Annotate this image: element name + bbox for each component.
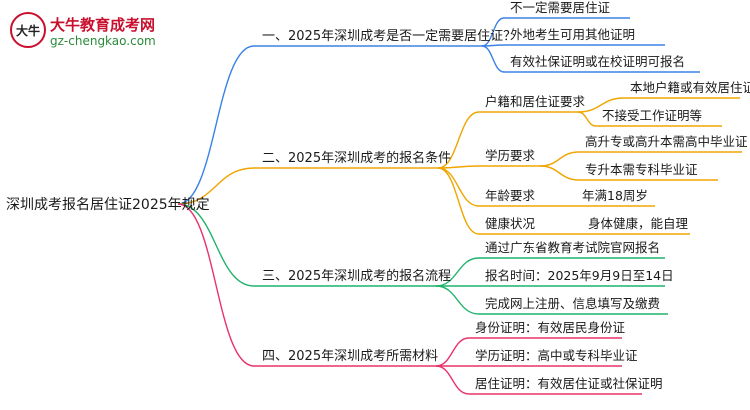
leaf-connector [435,337,470,367]
leaf-node: 不一定需要居住证 [510,0,611,15]
leaf-connector [577,97,625,113]
leaf-connector [435,285,480,315]
leaf-node: 专升本需专科毕业证 [585,162,698,177]
leaf-node: 居住证明：有效居住证或社保证明 [475,376,663,391]
sub-connector [437,167,480,235]
leaf-connector [435,365,470,395]
leaf-node: 不接受工作证明等 [602,108,702,123]
leaf-node: 高升专或高升本需高中毕业证 [585,134,748,149]
leaf-node: 年满18周岁 [582,188,648,203]
mindmap-nodes: 深圳成考报名居住证2025年规定 一、2025年深圳成考是否一定需要居住证？ 不一定… [6,0,750,391]
branch-node: 四、2025年深圳成考所需材料 [262,349,438,364]
leaf-connector [435,257,480,287]
leaf-node: 身体健康，能自理 [588,216,689,231]
branch-connector [177,45,255,205]
logo-url: gz-chengkao.com [50,34,156,48]
root-node: 深圳成考报名居住证2025年规定 [6,197,210,213]
sub-node: 学历要求 [485,148,536,163]
branch-connector [177,203,255,287]
leaf-node: 学历证明：高中或专科毕业证 [475,348,638,363]
leaf-node: 报名时间：2025年9月9日至14日 [485,268,674,283]
leaf-connector [481,17,505,47]
branch-node: 三、2025年深圳成考的报名流程 [262,268,451,284]
sub-node: 户籍和居住证要求 [485,94,586,109]
leaf-node: 有效社保证明或在校证明可报名 [510,54,685,69]
logo-mark-text: 大牛 [16,23,40,38]
sub-connector [437,111,480,169]
leaf-node: 通过广东省教育考试院官网报名 [485,240,660,255]
leaf-node: 本地户籍或有效居住证 [630,80,750,95]
leaf-connector [539,151,580,167]
leaf-connector [481,45,505,73]
mindmap-connectors [177,17,742,395]
leaf-node: 身份证明：有效居民身份证 [475,320,626,335]
logo-mark-icon: 大牛 [10,12,46,48]
leaf-node: 完成网上注册、信息填写及缴费 [485,296,660,311]
leaf-node: 外地考生可用其他证明 [510,27,635,42]
leaf-connector [577,111,597,127]
branch-connector [177,203,255,367]
sub-node: 年龄要求 [485,188,536,203]
leaf-connector [539,165,580,181]
site-logo[interactable]: 大牛 大牛教育成考网 gz-chengkao.com [8,10,178,54]
logo-name: 大牛教育成考网 [50,16,156,34]
sub-node: 健康状况 [485,216,536,231]
branch-node: 二、2025年深圳成考的报名条件 [262,150,451,166]
sub-connector [437,165,480,169]
branch-connector [177,167,255,205]
branch-node: 一、2025年深圳成考是否一定需要居住证？ [262,29,516,44]
